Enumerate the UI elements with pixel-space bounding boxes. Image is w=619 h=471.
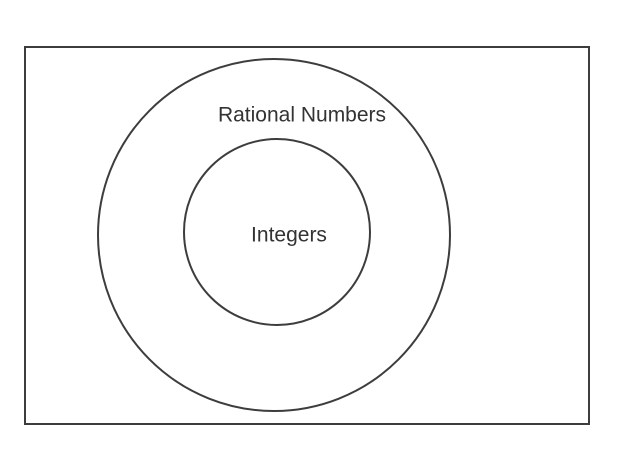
inner-set-circle-integers bbox=[183, 138, 371, 326]
inner-set-label: Integers bbox=[251, 223, 327, 247]
universal-set-rectangle bbox=[24, 46, 590, 425]
outer-set-circle-rational-numbers bbox=[97, 58, 451, 412]
outer-set-label: Rational Numbers bbox=[217, 103, 387, 127]
